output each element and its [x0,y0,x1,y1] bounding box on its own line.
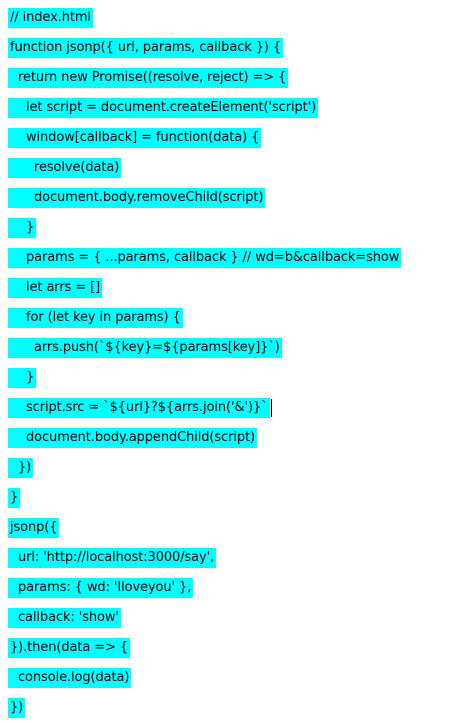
code-line-text: params: { wd: 'Iloveyou' }, [8,578,194,598]
code-line-text: return new Promise((resolve, reject) => … [8,68,289,88]
code-line-text: }) [8,458,34,478]
code-line-text: arrs.push(`${key}=${params[key]}`) [8,338,282,358]
code-line-text: }).then(data => { [8,638,131,658]
code-line-4: let script = document.createElement('scr… [8,93,319,123]
code-line-text: document.body.appendChild(script) [8,428,257,448]
code-line-18: jsonp({ [8,513,60,543]
code-line-text: // index.html [8,8,93,28]
code-line-6: resolve(data) [8,153,122,183]
code-line-13: } [8,363,37,393]
code-line-17: } [8,483,21,513]
code-line-22: }).then(data => { [8,633,131,663]
code-line-text: }) [8,698,26,718]
code-line-10: let arrs = [] [8,273,103,303]
code-line-16: }) [8,453,34,483]
code-line-8: } [8,213,37,243]
code-line-text: window[callback] = function(data) { [8,128,262,148]
code-line-23: console.log(data) [8,663,132,693]
code-line-7: document.body.removeChild(script) [8,183,266,213]
code-line-11: for (let key in params) { [8,303,183,333]
text-cursor [270,399,272,417]
code-line-20: params: { wd: 'Iloveyou' }, [8,573,194,603]
code-line-text: let script = document.createElement('scr… [8,98,319,118]
code-line-text: console.log(data) [8,668,132,688]
code-line-1: // index.html [8,3,93,33]
code-line-text: for (let key in params) { [8,308,183,328]
code-line-text: url: 'http://localhost:3000/say', [8,548,217,568]
code-line-14[interactable]: script.src = `${url}?${arrs.join('&')}` [8,393,272,423]
code-line-12: arrs.push(`${key}=${params[key]}`) [8,333,282,363]
code-line-text: callback: 'show' [8,608,121,628]
code-line-19: url: 'http://localhost:3000/say', [8,543,217,573]
code-line-3: return new Promise((resolve, reject) => … [8,63,289,93]
code-line-2: function jsonp({ url, params, callback }… [8,33,284,63]
code-line-text: jsonp({ [8,518,60,538]
code-line-text: } [8,368,37,388]
code-line-text: script.src = `${url}?${arrs.join('&')}` [8,398,270,418]
code-line-9: params = { ...params, callback } // wd=b… [8,243,402,273]
code-line-text: resolve(data) [8,158,122,178]
code-line-text: document.body.removeChild(script) [8,188,266,208]
code-line-text: function jsonp({ url, params, callback }… [8,38,284,58]
code-line-15: document.body.appendChild(script) [8,423,257,453]
code-line-text: let arrs = [] [8,278,103,298]
code-line-text: } [8,488,21,508]
code-line-21: callback: 'show' [8,603,121,633]
code-line-text: params = { ...params, callback } // wd=b… [8,248,402,268]
code-line-5: window[callback] = function(data) { [8,123,262,153]
code-line-24: }) [8,693,26,723]
code-line-text: } [8,218,37,238]
